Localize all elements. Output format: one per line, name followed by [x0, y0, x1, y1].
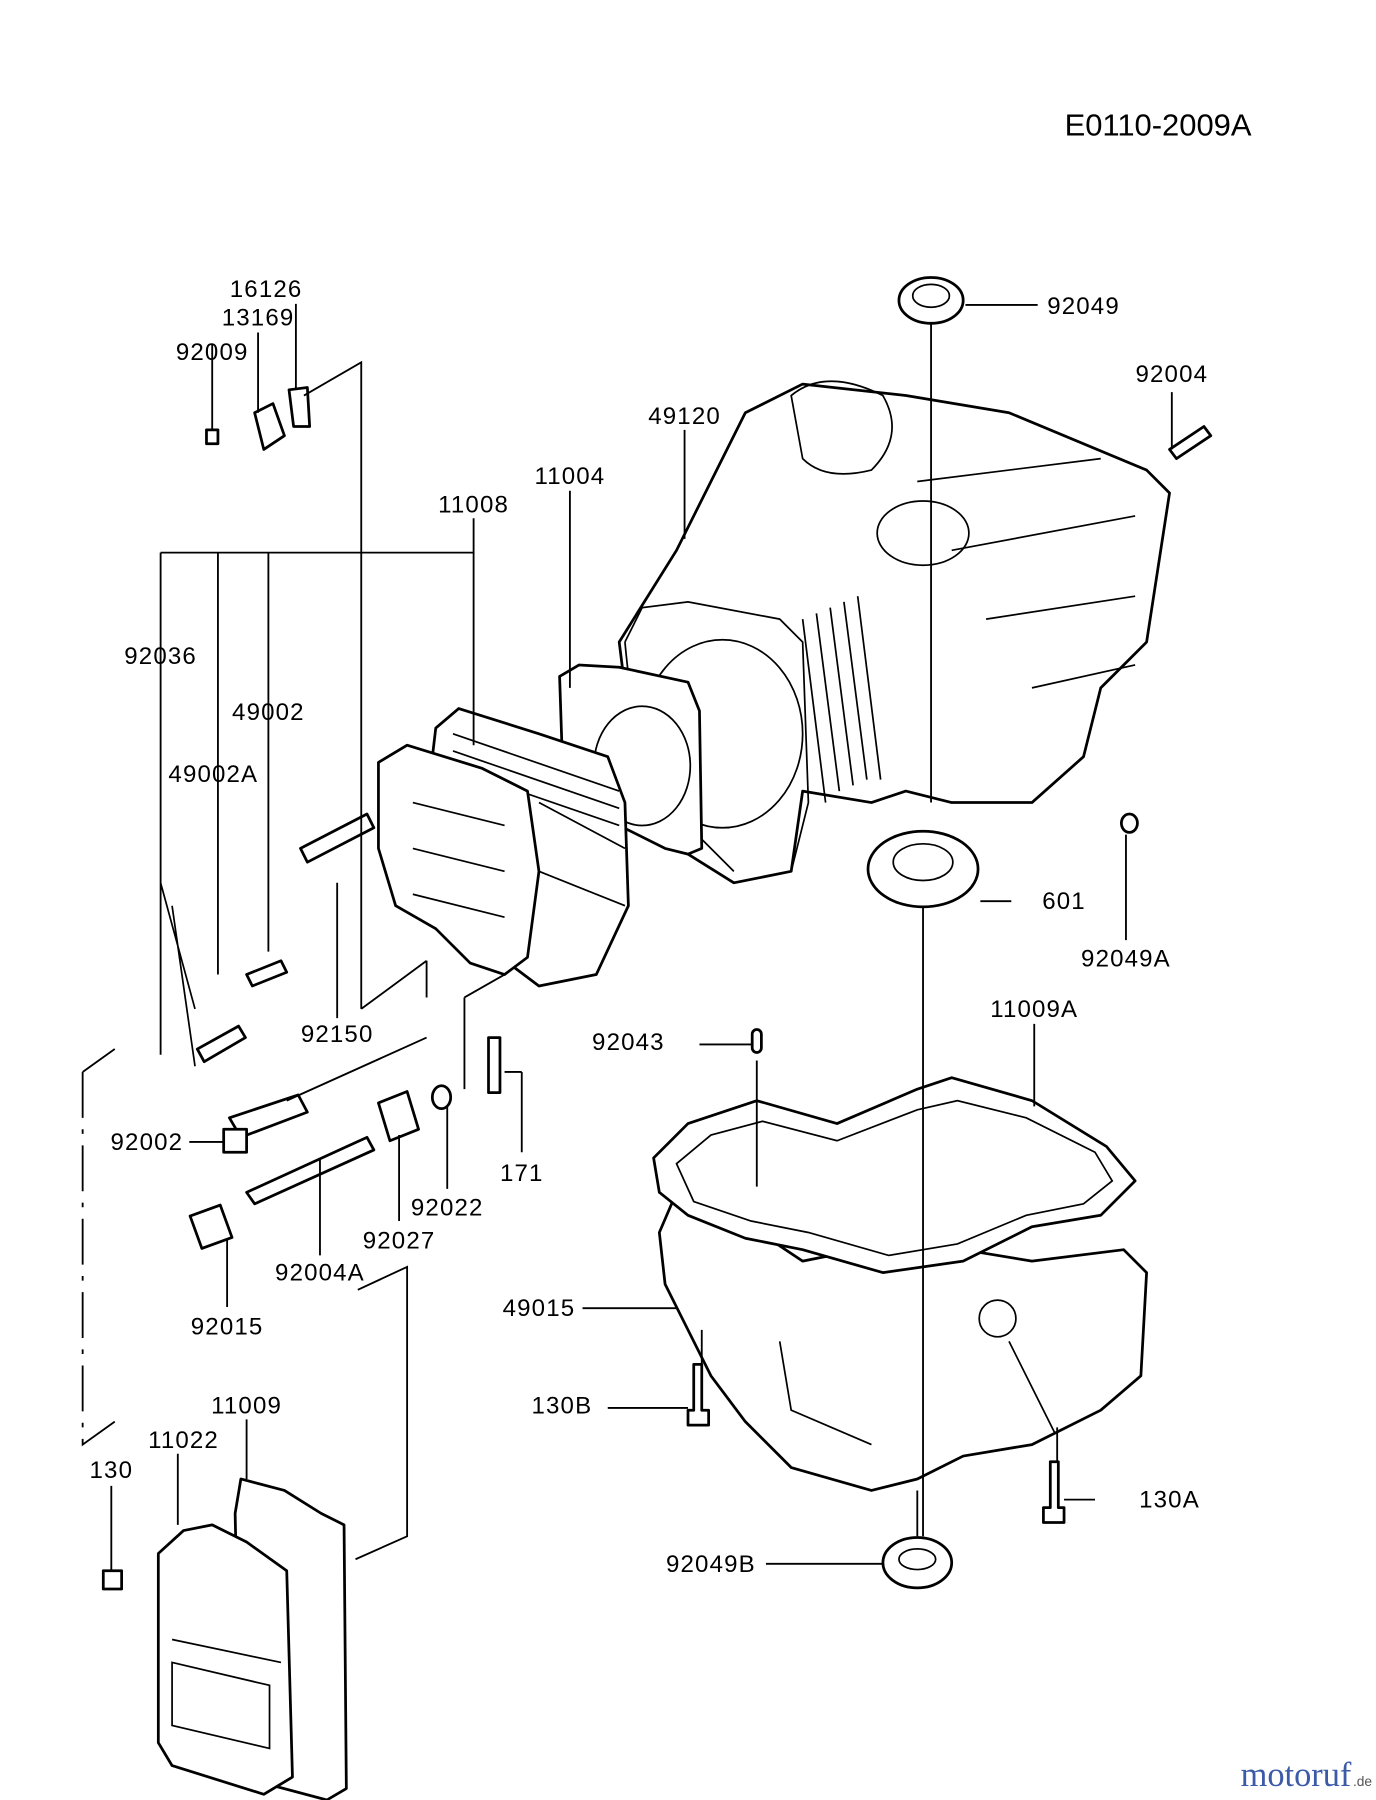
label-16126: 16126	[230, 276, 303, 303]
spring-92027-drawing	[377, 1090, 420, 1143]
label-92027: 92027	[363, 1228, 436, 1255]
screw-92009-drawing	[205, 428, 220, 446]
plate-16126-drawing	[287, 386, 312, 428]
leader-lines	[81, 303, 1173, 1571]
motoruf-logo: motoruf .de	[1241, 1756, 1373, 1794]
cylinder-head-drawing	[377, 707, 630, 988]
label-11004: 11004	[534, 463, 605, 490]
bolt-130b-drawing	[686, 1362, 711, 1427]
label-92150: 92150	[301, 1021, 374, 1048]
diagram-code: E0110-2009A	[1065, 107, 1252, 142]
part-labels: 16126 13169 92009 11008 11004 49120 9204…	[90, 276, 1208, 1578]
label-92015: 92015	[191, 1314, 264, 1341]
label-130: 130	[90, 1457, 134, 1484]
label-11009: 11009	[211, 1393, 282, 1420]
guide-49002-drawing	[245, 959, 289, 988]
oil-pan-drawing	[652, 1076, 1148, 1492]
label-13169: 13169	[222, 305, 295, 332]
nut-92049a-drawing	[1120, 812, 1139, 834]
guide-92150-drawing	[195, 1024, 247, 1064]
washer-92022-drawing	[430, 1084, 453, 1111]
logo-suffix: .de	[1353, 1774, 1372, 1789]
bearing-601-drawing	[866, 829, 980, 909]
label-49120: 49120	[648, 403, 721, 430]
bolt-130-drawing	[101, 1569, 124, 1591]
stud-92004-drawing	[1168, 425, 1213, 460]
rod-92004a-drawing	[245, 1135, 376, 1206]
label-92049a: 92049A	[1081, 945, 1171, 972]
logo-text: motoruf	[1241, 1756, 1352, 1794]
label-92004: 92004	[1135, 361, 1208, 388]
label-171: 171	[500, 1160, 544, 1187]
oil-seal-92049-drawing	[897, 276, 965, 325]
label-49015: 49015	[503, 1295, 576, 1322]
label-601: 601	[1042, 888, 1086, 915]
nut-92015-drawing	[188, 1203, 234, 1250]
cover-11022-drawing	[156, 1523, 294, 1796]
label-11022: 11022	[148, 1427, 219, 1454]
oil-seal-92049b-drawing	[881, 1536, 954, 1590]
label-92009: 92009	[176, 339, 249, 366]
label-92036: 92036	[124, 643, 197, 670]
label-49002a: 49002A	[168, 761, 258, 788]
label-11008: 11008	[438, 491, 509, 518]
label-92004a: 92004A	[275, 1260, 365, 1287]
label-11009a: 11009A	[990, 996, 1078, 1023]
label-92049b: 92049B	[666, 1551, 756, 1578]
bracket-13169-drawing	[253, 402, 286, 451]
dowel-pin-92043-drawing	[750, 1028, 763, 1054]
label-49002: 49002	[232, 699, 305, 726]
stud-171-drawing	[487, 1036, 502, 1094]
label-92049: 92049	[1047, 293, 1120, 320]
label-130a: 130A	[1139, 1487, 1200, 1514]
valve-head-92002-drawing	[222, 1127, 248, 1154]
label-92002: 92002	[111, 1129, 184, 1156]
crankcase-drawing	[617, 380, 1171, 885]
label-92043: 92043	[592, 1029, 665, 1056]
bolt-130a-drawing	[1042, 1460, 1066, 1524]
bolt-92150-drawing	[299, 812, 376, 864]
label-130b: 130B	[531, 1393, 592, 1420]
label-92022: 92022	[411, 1194, 484, 1221]
